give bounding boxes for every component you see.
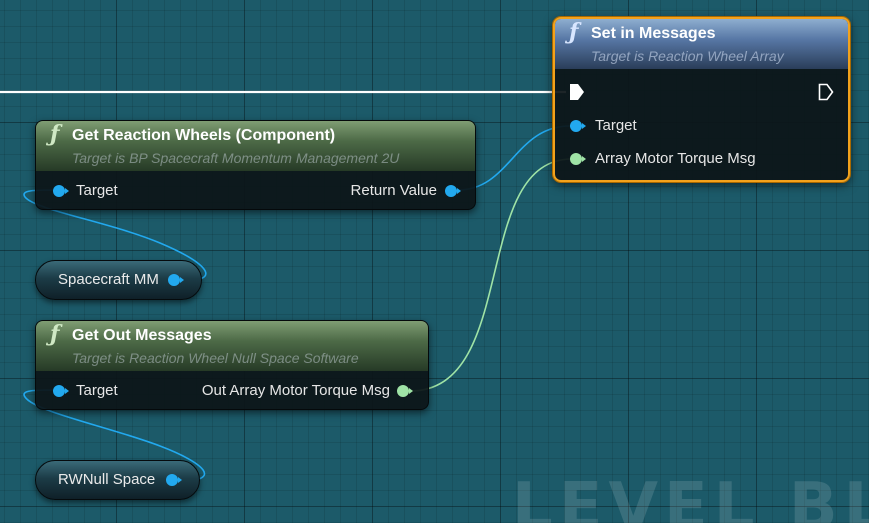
- rwnull-space-variable-node[interactable]: RWNull Space: [35, 460, 200, 500]
- node-subtitle: Target is Reaction Wheel Null Space Soft…: [72, 350, 359, 366]
- get-out-messages-node[interactable]: ƒ Get Out Messages Target is Reaction Wh…: [35, 320, 429, 410]
- target-input-pin-icon[interactable]: [53, 185, 69, 197]
- node-header[interactable]: ƒ Set in Messages Target is Reaction Whe…: [555, 19, 848, 69]
- node-title: Get Out Messages: [72, 327, 212, 344]
- node-header[interactable]: ƒ Get Out Messages Target is Reaction Wh…: [36, 321, 428, 371]
- target-input-label: Target: [76, 182, 118, 199]
- rwnull-space-output-pin-icon[interactable]: [166, 474, 182, 486]
- out-array-output-pin-icon[interactable]: [397, 385, 413, 397]
- function-f-icon: ƒ: [50, 321, 60, 347]
- out-array-motor-torque-msg-label: Out Array Motor Torque Msg: [201, 382, 390, 399]
- function-f-icon: ƒ: [569, 19, 579, 45]
- return-value-label: Return Value: [350, 182, 437, 199]
- target-input-label: Target: [595, 117, 637, 134]
- target-input-pin-icon[interactable]: [570, 120, 586, 132]
- node-subtitle: Target is Reaction Wheel Array: [591, 48, 784, 64]
- function-f-icon: ƒ: [50, 121, 60, 147]
- variable-label: Spacecraft MM: [58, 271, 159, 288]
- target-input-pin-icon[interactable]: [53, 385, 69, 397]
- exec-out-pin-icon[interactable]: [818, 83, 834, 101]
- set-in-messages-node[interactable]: ƒ Set in Messages Target is Reaction Whe…: [553, 17, 850, 182]
- level-blueprint-watermark: LEVEL BLU: [512, 470, 869, 523]
- exec-in-pin-icon[interactable]: [569, 83, 585, 101]
- array-input-pin-icon[interactable]: [570, 153, 586, 165]
- get-reaction-wheels-node[interactable]: ƒ Get Reaction Wheels (Component) Target…: [35, 120, 476, 210]
- node-header[interactable]: ƒ Get Reaction Wheels (Component) Target…: [36, 121, 475, 171]
- node-title: Set in Messages: [591, 25, 716, 42]
- spacecraft-mm-variable-node[interactable]: Spacecraft MM: [35, 260, 202, 300]
- return-value-output-pin-icon[interactable]: [445, 185, 461, 197]
- target-input-label: Target: [76, 382, 118, 399]
- array-motor-torque-msg-label: Array Motor Torque Msg: [595, 150, 756, 167]
- node-title: Get Reaction Wheels (Component): [72, 127, 336, 144]
- node-subtitle: Target is BP Spacecraft Momentum Managem…: [72, 150, 400, 166]
- variable-label: RWNull Space: [58, 471, 156, 488]
- spacecraft-mm-output-pin-icon[interactable]: [168, 274, 184, 286]
